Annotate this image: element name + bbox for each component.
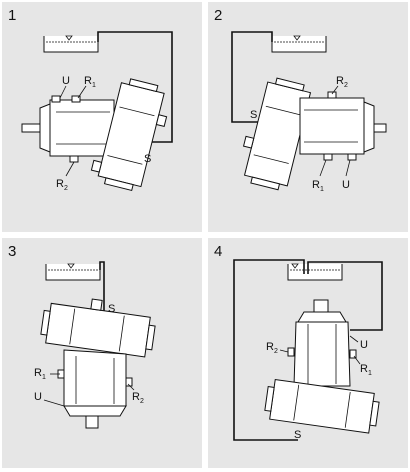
panel-number: 1 [8, 7, 16, 24]
pump-housing [287, 299, 357, 387]
port-plate [40, 298, 156, 358]
suction-pipe [97, 31, 173, 143]
panel-number: 2 [214, 7, 222, 24]
suction-pipe [233, 259, 305, 441]
suction-pipe [99, 261, 105, 318]
port-plate [264, 378, 380, 434]
panel-3: 3 S R1 R2 U [2, 238, 202, 468]
panel-number: 3 [8, 243, 16, 260]
port-label-r2: R2 [56, 178, 68, 192]
panel-2: 2 R2 R1 U S [208, 2, 408, 232]
port-label-r2: R2 [336, 75, 348, 89]
port-plate [242, 77, 312, 191]
port-label-u: U [342, 179, 350, 191]
panel-1: 1 U [2, 2, 202, 232]
suction-pipe [231, 31, 273, 123]
port-label-r1: R1 [84, 75, 96, 89]
port-label-u: U [360, 339, 368, 351]
port-label-r2: R2 [266, 341, 278, 355]
port-label-s: S [144, 153, 151, 165]
pump-housing [21, 95, 115, 163]
port-plate [90, 78, 168, 192]
panel-2-diagram: 2 R2 R1 U S [214, 7, 387, 193]
pump-housing [57, 349, 133, 429]
port-label-u: U [62, 75, 70, 87]
port-label-s: S [108, 303, 115, 315]
port-label-r1: R1 [360, 363, 372, 377]
panel-4: 4 U R2 R1 S [208, 238, 408, 468]
panel-4-diagram: 4 U R2 R1 S [214, 243, 383, 441]
panel-number: 4 [214, 243, 222, 260]
port-label-r1: R1 [34, 367, 46, 381]
tank-icon [45, 263, 101, 281]
port-label-s: S [250, 109, 257, 121]
tank-icon [43, 35, 99, 53]
tank-icon [271, 35, 327, 53]
panel-1-diagram: 1 U [8, 7, 173, 192]
pump-housing [299, 91, 387, 161]
port-label-r1: R1 [312, 179, 324, 193]
tank-icon [287, 263, 343, 281]
port-label-r2: R2 [132, 391, 144, 405]
port-label-s: S [294, 429, 301, 441]
panel-3-diagram: 3 S R1 R2 U [8, 243, 156, 429]
case-drain-pipe [307, 261, 383, 331]
port-label-u: U [34, 391, 42, 403]
